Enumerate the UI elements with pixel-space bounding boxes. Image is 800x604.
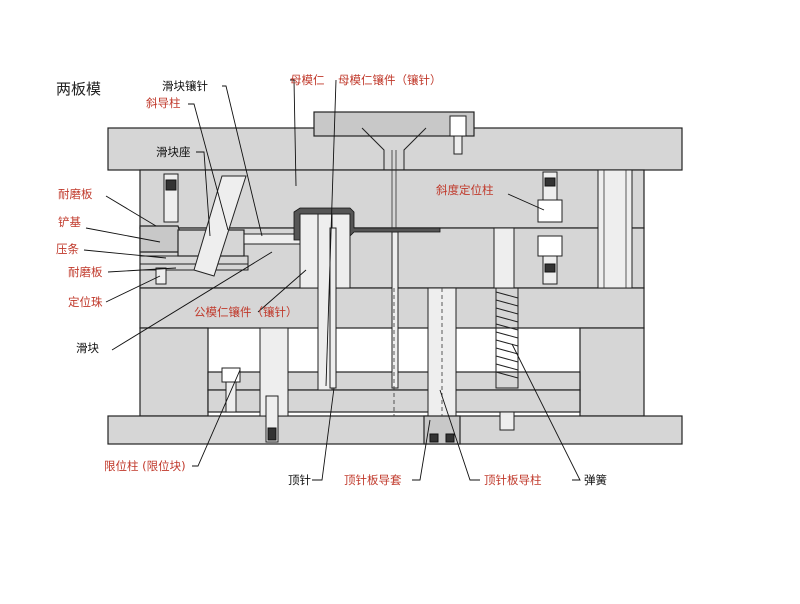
positioning-bead-shape — [155, 267, 167, 285]
label-shovel-base: 铲基 — [58, 215, 81, 229]
guide-bushing — [493, 227, 515, 289]
labels: 滑块镶针 斜导柱 滑块座 耐磨板 铲基 压条 耐磨板 定位珠 滑块 母模仁 母模… — [56, 73, 607, 487]
angle-guide-pin-shape — [193, 175, 247, 277]
label-slider-insert-pin: 滑块镶针 — [162, 79, 208, 93]
label-ejector-pin: 顶针 — [288, 473, 311, 487]
spacer-block-left — [139, 327, 209, 417]
label-ejector-guide-post: 顶针板导柱 — [484, 473, 542, 487]
ejector-guide-bush-shape — [423, 415, 461, 445]
angle-post-upper — [542, 171, 558, 203]
label-angle-locating-post: 斜度定位柱 — [436, 183, 494, 197]
spring-shape — [495, 287, 519, 389]
label-wear-plate-top: 耐磨板 — [58, 187, 93, 201]
label-stop-post: 限位柱 (限位块) — [104, 459, 186, 473]
label-slider-seat: 滑块座 — [156, 145, 191, 159]
locating-ring — [313, 111, 475, 137]
label-wear-plate-bottom: 耐磨板 — [68, 265, 103, 279]
main-guide-pin-right — [597, 169, 633, 289]
ejector-pin-a — [329, 227, 337, 389]
label-angle-guide-pin: 斜导柱 — [146, 96, 181, 110]
label-spring: 弹簧 — [584, 473, 607, 487]
bottom-clamp-plate — [107, 415, 683, 445]
ejector-pin-b — [391, 231, 399, 389]
top-bolt-shank — [453, 135, 463, 155]
label-press-strip: 压条 — [56, 242, 79, 256]
label-cavity-insert: 母模仁 — [290, 73, 325, 87]
leader-lines — [83, 79, 581, 481]
mold-structure — [107, 111, 683, 445]
label-slider: 滑块 — [76, 341, 99, 355]
diagram-title: 两板模 — [56, 80, 101, 98]
label-positioning-bead: 定位珠 — [68, 295, 103, 309]
slider-insert-pin-shape — [243, 233, 301, 245]
label-core-insert-pin: 公模仁镶件（镶针） — [194, 305, 298, 319]
label-cavity-insert-pin: 母模仁镶件（镶针） — [338, 73, 442, 87]
spacer-block-right — [579, 327, 645, 417]
top-bolt-head — [449, 115, 467, 137]
label-ejector-guide-bush: 顶针板导套 — [344, 473, 402, 487]
